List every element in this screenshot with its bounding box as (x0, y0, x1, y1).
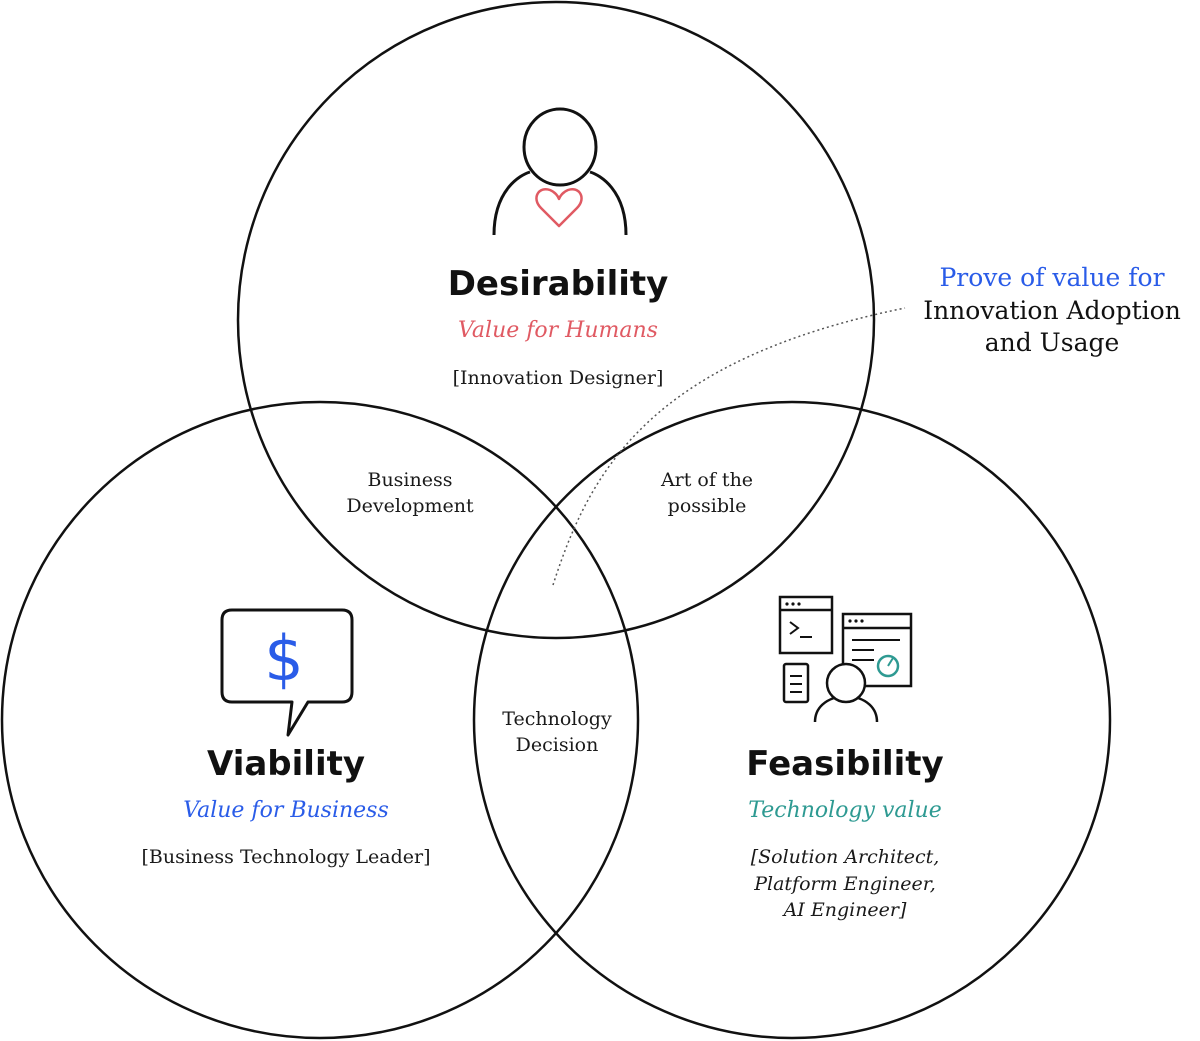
viability-circle (0, 400, 640, 1040)
viability-title: Viability (206, 744, 366, 784)
callout-line-2: Innovation Adoption (923, 295, 1181, 325)
callout-line-1: Prove of value for (939, 263, 1165, 292)
feasibility-role-line: [Solution Architect, (750, 846, 940, 868)
overlap-art-of-the-possible: Art of the possible (661, 468, 753, 519)
feasibility-subtitle: Technology value (748, 798, 942, 823)
callout-note: Prove of value for Innovation Adoption a… (912, 262, 1192, 360)
desirability-title: Desirability (447, 264, 669, 304)
desirability-subtitle: Value for Humans (458, 318, 658, 343)
overlap-line: possible (667, 494, 747, 517)
viability-role: [Business Technology Leader] (141, 846, 431, 868)
window-dots (785, 602, 864, 623)
feasibility-role: [Solution Architect, Platform Engineer, … (751, 844, 940, 924)
svg-text:$: $ (264, 622, 303, 695)
overlap-line: Technology (502, 708, 612, 730)
dollar-speech-bubble-icon: $ (220, 608, 354, 737)
overlap-line: Development (346, 494, 474, 517)
overlap-technology-decision: Technology Decision (502, 707, 611, 758)
feasibility-circle (472, 400, 1112, 1040)
callout-line-3: and Usage (984, 328, 1120, 357)
desirability-role: [Innovation Designer] (452, 367, 664, 389)
overlap-line: Business (367, 469, 453, 491)
developer-screens-icon (778, 595, 913, 723)
feasibility-title: Feasibility (746, 744, 944, 784)
person-heart-icon (492, 107, 628, 236)
feasibility-role-line: Platform Engineer, (754, 872, 936, 895)
overlap-business-development: Business Development (346, 468, 473, 519)
feasibility-role-line: AI Engineer] (783, 899, 907, 922)
callout-connector (552, 307, 906, 586)
overlap-line: Decision (515, 733, 599, 756)
viability-subtitle: Value for Business (183, 798, 389, 823)
desirability-circle (236, 0, 876, 640)
overlap-line: Art of the (660, 469, 754, 491)
